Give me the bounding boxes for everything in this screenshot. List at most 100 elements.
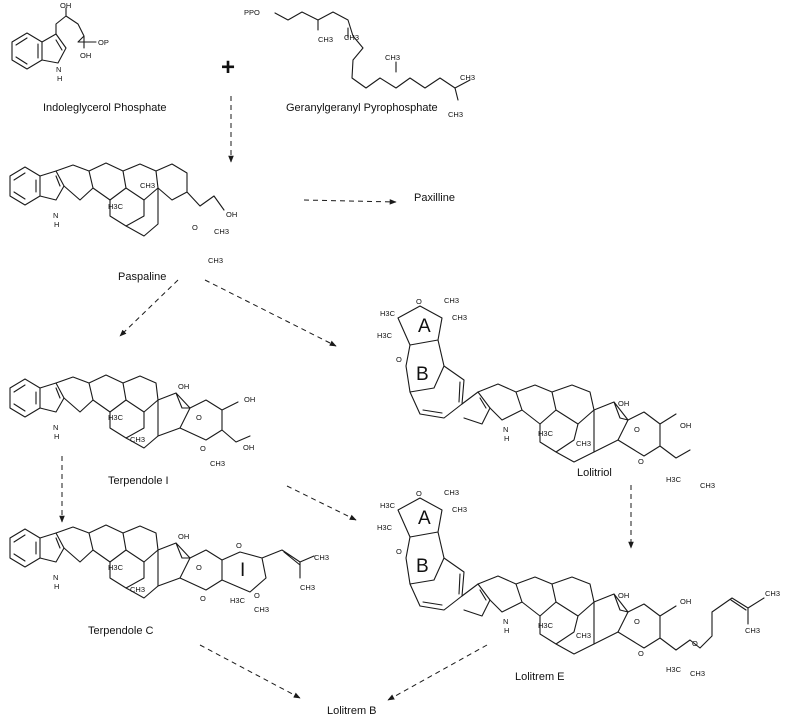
- compound-name-paspaline: Paspaline: [118, 271, 166, 283]
- arrow-to-paxilline: [303, 199, 397, 205]
- ch3-label: CH3: [460, 73, 475, 82]
- o-label: O: [638, 457, 644, 466]
- o-label: O: [200, 594, 206, 603]
- lolitriol-structure: A B O O H3C H3C CH3 CH3 N H OH OH O O H3…: [377, 296, 715, 490]
- nh-label: H: [504, 434, 509, 443]
- ch3-label: CH3: [318, 35, 333, 44]
- h3c-label: H3C: [108, 413, 124, 422]
- terpendole-i-structure: OH OH OH O O H3C CH3 CH3 N H: [9, 374, 255, 468]
- oh-label: OH: [178, 532, 189, 541]
- paspaline-structure: O OH CH3 H3C CH3 CH3 N H: [9, 162, 237, 265]
- compound-name-lolitrem-b: Lolitrem B: [327, 705, 377, 717]
- h3c-label: H3C: [108, 563, 124, 572]
- o-label: O: [396, 547, 402, 556]
- oh-label: OH: [680, 597, 691, 606]
- ring-label-b: B: [416, 364, 429, 385]
- o-label: O: [416, 489, 422, 498]
- ch3-label: CH3: [140, 181, 155, 190]
- h3c-label: H3C: [230, 596, 246, 605]
- o-label: O: [634, 425, 640, 434]
- nh-label: H: [54, 220, 59, 229]
- ppo-label: PPO: [244, 8, 260, 17]
- ch3-label: CH3: [254, 605, 269, 614]
- o-label: O: [200, 444, 206, 453]
- oh-label: OH: [618, 399, 629, 408]
- o-label: O: [236, 541, 242, 550]
- compound-name-lolitrem-e: Lolitrem E: [515, 671, 565, 683]
- ch3-label: CH3: [700, 481, 715, 490]
- ch3-label: CH3: [210, 459, 225, 468]
- ring-label-a: A: [418, 508, 431, 529]
- o-label: O: [254, 591, 260, 600]
- ch3-label: CH3: [385, 53, 400, 62]
- h3c-label: H3C: [666, 475, 682, 484]
- h3c-label: H3C: [538, 429, 554, 438]
- lolitrem-e-structure: A B O O H3C H3C CH3 CH3 N H OH OH O O O …: [377, 488, 780, 678]
- ch3-label: CH3: [208, 256, 223, 265]
- nh-label: N: [503, 425, 508, 434]
- ch3-label: CH3: [344, 33, 359, 42]
- ring-label-a: A: [418, 316, 431, 337]
- nh-label: N: [53, 573, 58, 582]
- compound-name-lolitriol: Lolitriol: [577, 467, 612, 479]
- ch3-label: CH3: [444, 488, 459, 497]
- oh-label: OH: [60, 1, 71, 10]
- oh-label: OH: [680, 421, 691, 430]
- o-label: O: [692, 639, 698, 648]
- ch3-label: CH3: [448, 110, 463, 119]
- nh-label: H: [57, 74, 62, 83]
- nh-label: H: [54, 432, 59, 441]
- oh-label: OH: [226, 210, 237, 219]
- ch3-label: CH3: [576, 439, 591, 448]
- nh-label: H: [504, 626, 509, 635]
- indoleglycerol-phosphate-structure: OH OH OP N H: [11, 1, 109, 83]
- arrow-to-terpendole-i: [119, 279, 179, 337]
- geranylgeranyl-pyrophosphate-structure: PPO CH3 CH3 CH3 CH3 CH3: [244, 8, 475, 119]
- h3c-label: H3C: [538, 621, 554, 630]
- h3c-label: H3C: [380, 309, 396, 318]
- h3c-label: H3C: [377, 331, 393, 340]
- oh-label: OH: [618, 591, 629, 600]
- ch3-label: CH3: [314, 553, 329, 562]
- compound-name-indoleglycerol-phosphate: Indoleglycerol Phosphate: [43, 102, 167, 114]
- compound-name-geranylgeranyl-pyrophosphate: Geranylgeranyl Pyrophosphate: [286, 102, 438, 114]
- ch3-label: CH3: [300, 583, 315, 592]
- ch3-label: CH3: [576, 631, 591, 640]
- ch3-label: CH3: [444, 296, 459, 305]
- o-label: O: [196, 413, 202, 422]
- nh-label: N: [53, 211, 58, 220]
- arrow-to-lolitrem-b-from-lolitrem-e: [387, 644, 488, 701]
- o-label: O: [396, 355, 402, 364]
- ch3-label: CH3: [452, 505, 467, 514]
- o-label: O: [416, 297, 422, 306]
- o-label: O: [634, 617, 640, 626]
- ch3-label: CH3: [130, 435, 145, 444]
- oh-label: OH: [244, 395, 255, 404]
- arrow-to-lolitrem-e-from-terpendole-i: [286, 485, 357, 521]
- o-label: O: [638, 649, 644, 658]
- oh-label: OH: [243, 443, 254, 452]
- ch3-label: CH3: [452, 313, 467, 322]
- oh-label: OH: [178, 382, 189, 391]
- h3c-label: H3C: [108, 202, 124, 211]
- arrow-to-lolitriol: [204, 279, 337, 347]
- h3c-label: H3C: [666, 665, 682, 674]
- ch3-label: CH3: [765, 589, 780, 598]
- plus-operator: +: [221, 54, 235, 81]
- compound-name-terpendole-i: Terpendole I: [108, 475, 169, 487]
- h3c-label: H3C: [377, 523, 393, 532]
- ring-label-b: B: [416, 556, 429, 577]
- ch3-label: CH3: [745, 626, 760, 635]
- nh-label: H: [54, 582, 59, 591]
- terpendole-c-structure: I OH O O O O CH3 CH3 H3C CH3 H3C CH3 N H: [9, 524, 329, 614]
- ch3-label: CH3: [214, 227, 229, 236]
- arrow-to-lolitrem-b-from-terpendole-c: [199, 644, 301, 699]
- compound-name-paxilline: Paxilline: [414, 192, 455, 204]
- h3c-label: H3C: [380, 501, 396, 510]
- o-label: O: [196, 563, 202, 572]
- nh-label: N: [53, 423, 58, 432]
- ch3-label: CH3: [130, 585, 145, 594]
- o-label: O: [192, 223, 198, 232]
- nh-label: N: [56, 65, 61, 74]
